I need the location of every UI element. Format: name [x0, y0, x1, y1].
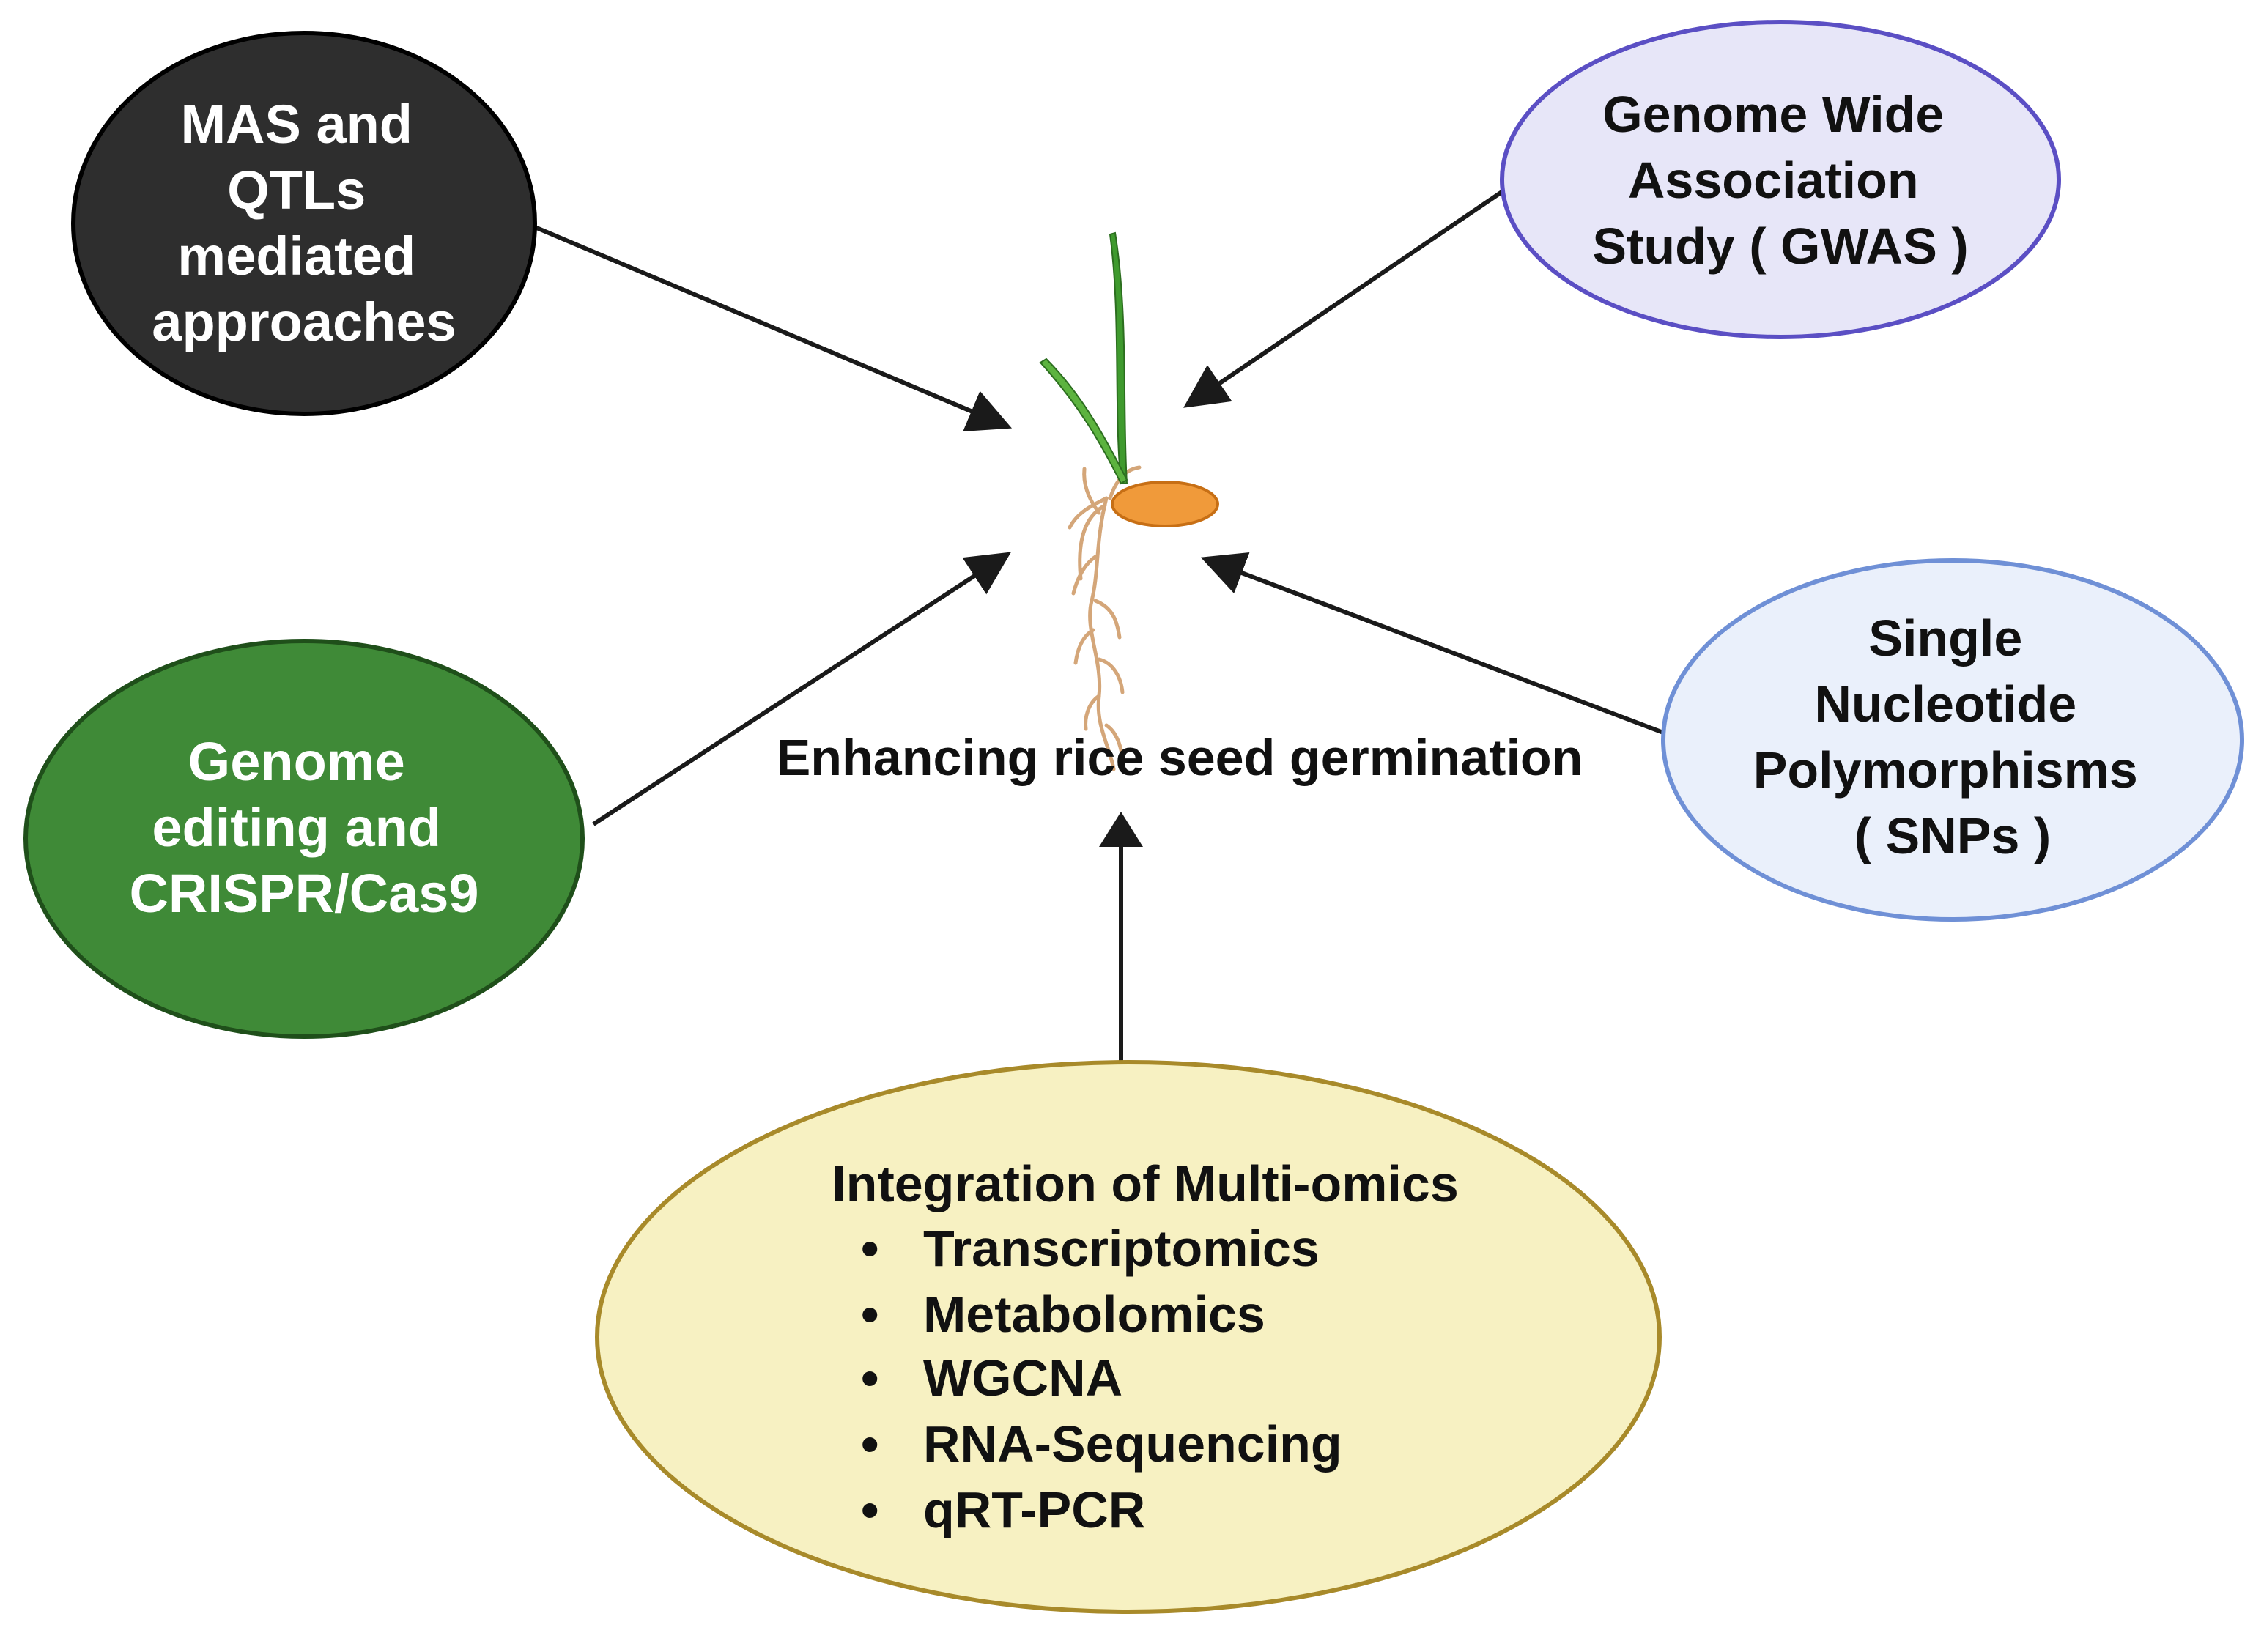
omics-item-wgcna: WGCNA [923, 1349, 1122, 1407]
omics-bullet-1: • [861, 1220, 879, 1277]
seedling-seed [1111, 481, 1219, 527]
svg-text:Genome Wide Association: Genome Wide Association Study ( GWAS ) [1592, 86, 1968, 275]
arrow-mas-to-center [533, 225, 1013, 431]
node-crispr: Genome editing and CRISPR/Cas9 [23, 639, 585, 1039]
omics-bullet-2: • [861, 1286, 879, 1343]
node-mas-qtl: MAS and QTLs mediated approaches [71, 31, 537, 416]
node-snps-ellipse [1661, 558, 2244, 922]
node-gwas-line-3: Study ( GWAS ) [1592, 218, 1968, 275]
node-multi-omics: Integration of Multi-omics • Transcripto… [595, 1060, 1662, 1614]
node-snps-line-2: Nucleotide [1814, 675, 2076, 733]
center-title: Enhancing rice seed germination [777, 729, 1583, 786]
node-mas-line-1: MAS and [180, 94, 413, 155]
node-mas-line-2: QTLs [227, 160, 366, 221]
node-omics-heading: Integration of Multi-omics [832, 1155, 1459, 1212]
seedling-leaf [1039, 231, 1128, 485]
node-crispr-ellipse [23, 639, 585, 1039]
svg-text:Single Nucleotide: Single Nucleotide Polymorphisms ( SNPs ) [1753, 610, 2153, 864]
node-crispr-line-1: Genome [188, 731, 405, 792]
node-mas-line-3: mediated [177, 226, 415, 286]
node-snps: Single Nucleotide Polymorphisms ( SNPs ) [1661, 558, 2244, 922]
svg-text:Genome editing and: Genome editing and CRISPR/Cas9 [129, 731, 478, 924]
node-mas-ellipse [71, 31, 537, 416]
omics-item-rna-seq: RNA-Sequencing [923, 1415, 1342, 1473]
svg-text:MAS and QTLs media: MAS and QTLs mediated approaches [152, 94, 456, 352]
node-crispr-line-2: editing and [152, 797, 441, 858]
omics-bullet-4: • [861, 1415, 879, 1473]
node-mas-line-4: approaches [152, 292, 456, 352]
arrow-crispr-to-center [592, 552, 1012, 826]
rice-seedling-icon [1039, 231, 1219, 771]
arrow-snps-to-center [1200, 552, 1665, 735]
node-omics-ellipse [595, 1060, 1662, 1614]
arrow-gwas-to-center [1183, 185, 1511, 408]
omics-bullet-5: • [861, 1481, 879, 1538]
node-snps-line-3: Polymorphisms [1753, 741, 2138, 799]
node-gwas-ellipse [1500, 20, 2061, 339]
node-crispr-line-3: CRISPR/Cas9 [129, 863, 478, 924]
node-snps-line-1: Single [1868, 610, 2022, 667]
omics-bullet-3: • [861, 1349, 879, 1407]
node-gwas: Genome Wide Association Study ( GWAS ) [1500, 20, 2061, 339]
node-gwas-line-1: Genome Wide [1602, 86, 1944, 143]
seedling-root [1068, 465, 1142, 771]
node-gwas-line-2: Association [1628, 152, 1919, 209]
omics-item-transcriptomics: Transcriptomics [923, 1220, 1320, 1277]
omics-item-metabolomics: Metabolomics [923, 1286, 1265, 1343]
node-snps-line-4: ( SNPs ) [1854, 807, 2051, 864]
omics-item-qrt-pcr: qRT-PCR [923, 1481, 1145, 1538]
